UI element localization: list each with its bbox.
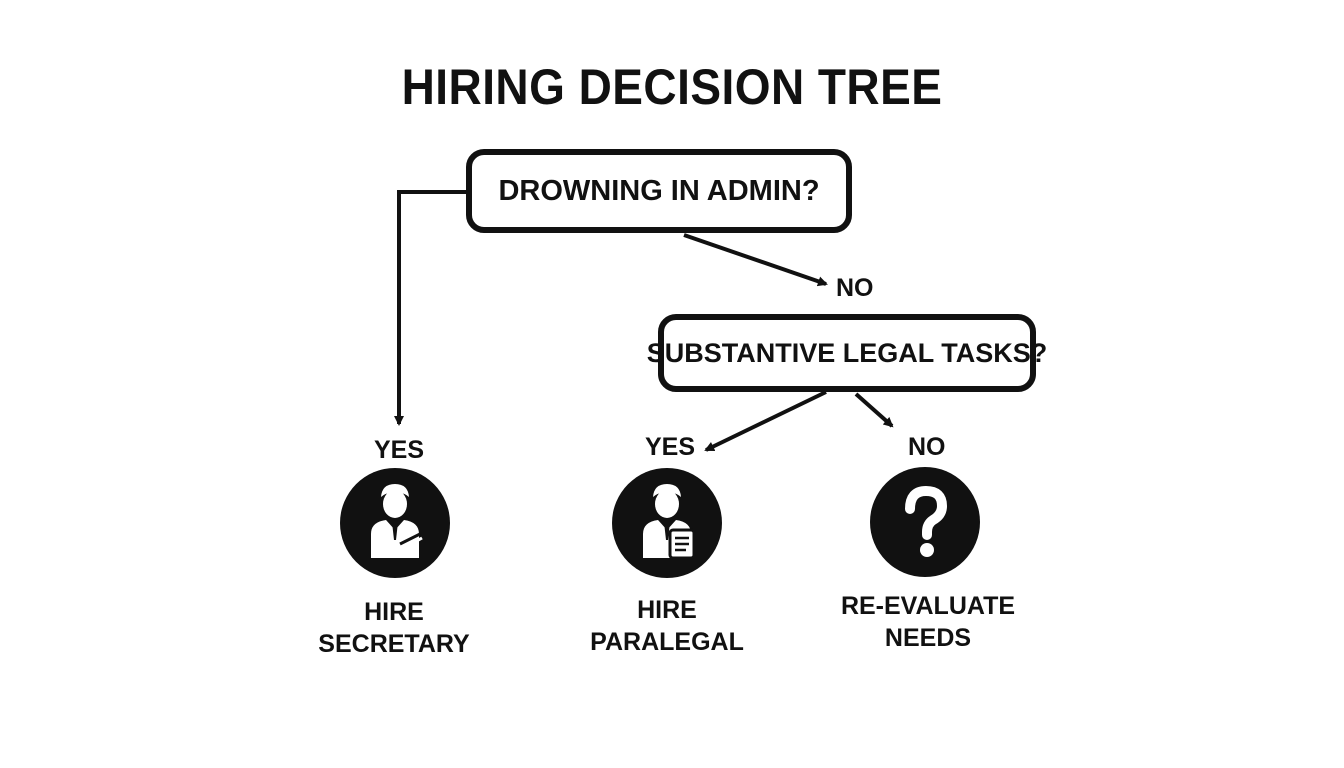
question-mark-icon xyxy=(870,467,980,577)
branch-label-q2-yes: YES xyxy=(645,433,696,461)
outcome-label-line: PARALEGAL xyxy=(590,628,744,656)
branch-label-q1-yes: YES xyxy=(374,436,425,464)
outcome-label-line: SECRETARY xyxy=(318,630,470,658)
outcome-label-paralegal: HIRE PARALEGAL xyxy=(547,594,787,658)
question-box-legal-tasks: SUBSTANTIVE LEGAL TASKS? xyxy=(647,314,1047,392)
outcome-label-secretary: HIRE SECRETARY xyxy=(274,596,514,660)
outcome-label-line: NEEDS xyxy=(884,624,972,652)
branch-label-q1-no: NO xyxy=(836,274,874,302)
connector-q1-no xyxy=(683,233,828,287)
connector-q1-yes xyxy=(394,190,468,426)
branch-label-q2-no: NO xyxy=(908,433,946,461)
outcome-label-line: RE-EVALUATE xyxy=(840,592,1016,620)
outcome-label-line: HIRE xyxy=(364,598,424,626)
diagram-title: HIRING DECISION TREE xyxy=(401,59,943,115)
connector-q2-no xyxy=(854,392,894,428)
question-box-admin: DROWNING IN ADMIN? xyxy=(466,149,852,233)
outcome-label-reevaluate: RE-EVALUATE NEEDS xyxy=(808,590,1048,654)
person-with-pen-icon xyxy=(340,468,450,578)
connector-q2-yes xyxy=(704,390,827,452)
person-with-document-icon xyxy=(612,468,722,578)
outcome-label-line: HIRE xyxy=(637,596,697,624)
